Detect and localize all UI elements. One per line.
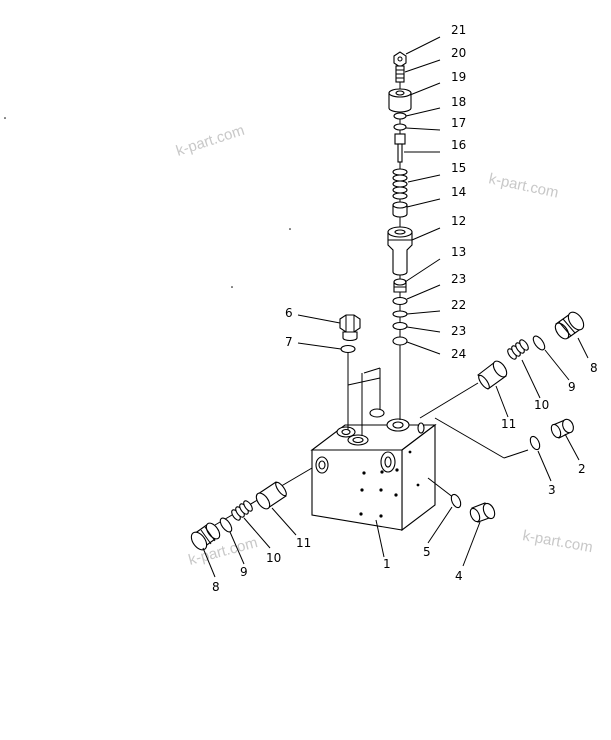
callout-1: 1 (383, 557, 391, 571)
callout-20: 20 (451, 46, 466, 60)
leader-lines (202, 36, 589, 578)
callout-23-upper: 23 (451, 272, 466, 286)
spool-stack (387, 51, 413, 346)
callout-17: 17 (451, 116, 466, 130)
valve-body (310, 408, 437, 532)
callout-23-lower: 23 (451, 324, 466, 338)
part-5-o-ring (450, 493, 462, 509)
callout-12: 12 (451, 214, 466, 228)
part-2-plug (550, 418, 574, 439)
part-23-upper-ring (392, 296, 408, 306)
part-10-left-spring (231, 500, 253, 521)
callout-22: 22 (451, 298, 466, 312)
callout-8-left: 8 (212, 580, 220, 594)
callout-5: 5 (423, 545, 431, 559)
callout-11-right: 11 (501, 417, 516, 431)
callout-4: 4 (455, 569, 463, 583)
callout-18: 18 (451, 95, 466, 109)
part-9-left-o-ring (219, 517, 233, 533)
part-19-cap (388, 92, 412, 113)
part-6-plug (339, 314, 361, 342)
callout-16: 16 (451, 138, 466, 152)
part-16-pin (394, 133, 406, 145)
callout-13: 13 (451, 245, 466, 259)
part-23-lower-ring (392, 321, 408, 331)
callout-3: 3 (548, 483, 556, 497)
part-24-o-ring (392, 336, 408, 346)
callout-24: 24 (451, 347, 466, 361)
callout-labels: 21 20 19 18 17 16 15 14 12 13 23 22 23 2… (212, 23, 598, 594)
callout-21: 21 (451, 23, 466, 37)
part-4-plug (469, 502, 496, 523)
part-12-sleeve (387, 226, 413, 276)
callout-2: 2 (578, 462, 586, 476)
watermark-2: k-part.com (487, 170, 560, 201)
callout-9-left: 9 (240, 565, 248, 579)
watermark-4: k-part.com (521, 527, 594, 556)
callout-10-right: 10 (534, 398, 549, 412)
callout-7: 7 (285, 335, 293, 349)
callout-19: 19 (451, 70, 466, 84)
callout-14: 14 (451, 185, 466, 199)
part-22-ring (392, 310, 408, 318)
callout-11-left: 11 (296, 536, 311, 550)
part-8-right-plug (554, 311, 585, 340)
part-11-left-sleeve (255, 481, 287, 510)
part-18-washer (393, 112, 407, 120)
callout-6: 6 (285, 306, 293, 320)
callout-10-left: 10 (266, 551, 281, 565)
part-17-o-ring (393, 123, 407, 131)
part-10-right-spring (507, 339, 529, 360)
part-15-spring (392, 168, 408, 200)
part-9-right-o-ring (532, 335, 546, 351)
callout-8-right: 8 (590, 361, 598, 375)
part-3-o-ring (529, 435, 541, 451)
part-11-right-sleeve (477, 360, 508, 390)
watermark-1: k-part.com (174, 122, 247, 160)
part-8-left-plug (190, 522, 221, 551)
callout-15: 15 (451, 161, 466, 175)
part-7-o-ring (340, 344, 356, 354)
callout-9-right: 9 (568, 380, 576, 394)
